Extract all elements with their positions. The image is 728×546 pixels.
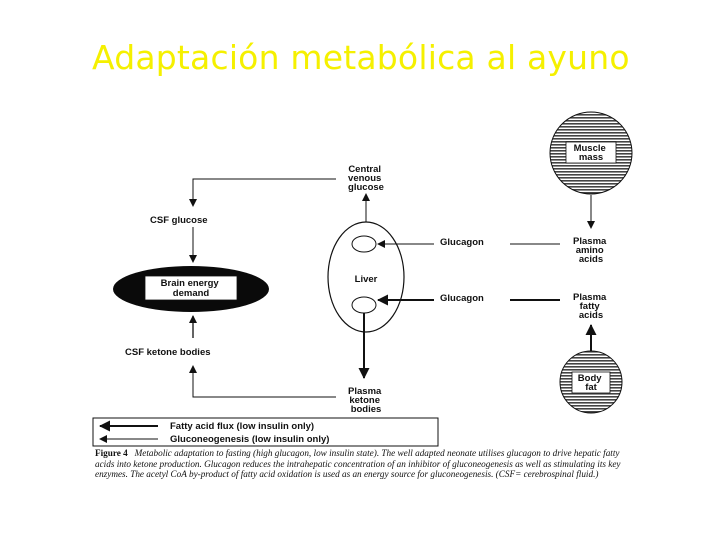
glucagon-1-label: Glucagon: [440, 237, 484, 248]
brain-energy-demand-label: Brain energy demand: [161, 278, 222, 299]
body-fat-label: Body fat: [578, 373, 604, 393]
brain-label-box: [144, 275, 238, 301]
csf-glucose-label: CSF glucose: [150, 215, 208, 226]
legend-box: [92, 417, 439, 447]
glucagon-1-bg: [434, 236, 510, 248]
liver-upper-node: [351, 235, 377, 253]
plasma-amino-acids-label: Plasma amino acids: [573, 236, 609, 265]
csf-ketone-bodies-label: CSF ketone bodies: [125, 347, 211, 358]
caption-text: Metabolic adaptation to fasting (high gl…: [95, 448, 621, 480]
figure-caption: Figure 4 Metabolic adaptation to fasting…: [95, 448, 625, 480]
plasma-fatty-acids-label: Plasma fatty acids: [573, 292, 609, 321]
slide-title: Adaptación metabólica al ayuno: [92, 38, 630, 77]
glucagon-2-bg: [434, 292, 510, 304]
liver-lower-node: [351, 296, 377, 314]
central-venous-glucose-label: Central venous glucose: [348, 164, 384, 193]
liver-label: Liver: [355, 274, 378, 285]
glucagon-2-label: Glucagon: [440, 293, 484, 304]
muscle-label-box: [565, 141, 617, 164]
glucose-to-csf-arrow: [189, 178, 336, 207]
caption-figure-label: Figure 4: [95, 448, 128, 458]
muscle-mass-label: Muscle mass: [574, 143, 609, 163]
liver-ellipse: [327, 221, 405, 333]
plasma-ketone-to-csf-arrow: [189, 365, 336, 398]
legend-gluconeogenesis-label: Gluconeogenesis (low insulin only): [170, 434, 329, 445]
bodyfat-label-box: [571, 371, 611, 394]
plasma-ketone-bodies-label: Plasma ketone bodies: [348, 386, 384, 415]
legend-fatty-acid-label: Fatty acid flux (low insulin only): [170, 421, 314, 432]
